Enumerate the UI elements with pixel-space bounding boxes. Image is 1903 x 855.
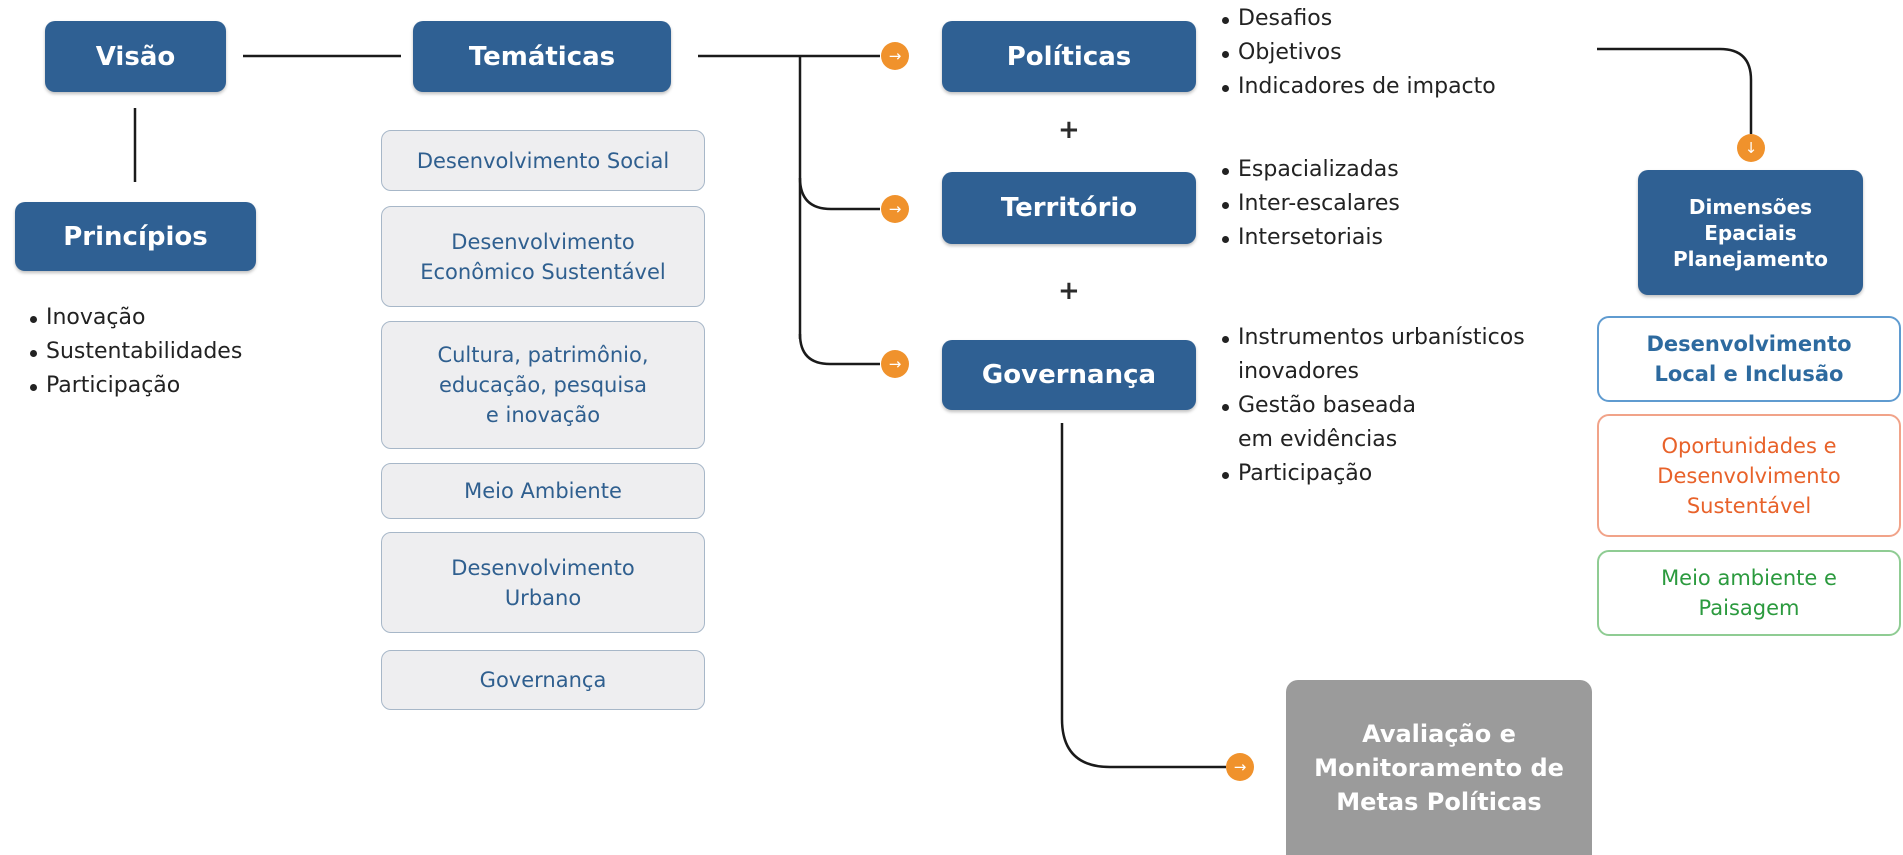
plus-sign: + xyxy=(1058,276,1080,306)
tematica-item: Meio Ambiente xyxy=(381,463,705,519)
list-item: Indicadores de impacto xyxy=(1220,70,1496,104)
list-item: Espacializadas xyxy=(1220,153,1400,187)
tematica-item: Desenvolvimento Social xyxy=(381,130,705,191)
node-territorio: Território xyxy=(942,172,1196,244)
list-item: Gestão baseada xyxy=(1220,389,1525,423)
arrow-down-icon: ↓ xyxy=(1737,134,1765,162)
territorio-list: Espacializadas Inter-escalares Interseto… xyxy=(1220,153,1400,255)
arrow-right-icon: → xyxy=(881,350,909,378)
list-item: Objetivos xyxy=(1220,36,1496,70)
node-politicas: Políticas xyxy=(942,21,1196,92)
plus-sign: + xyxy=(1058,115,1080,145)
connector-to-territorio xyxy=(798,177,880,211)
politicas-list: Desafios Objetivos Indicadores de impact… xyxy=(1220,2,1496,104)
node-tematicas: Temáticas xyxy=(413,21,671,92)
tematica-item: Governança xyxy=(381,650,705,710)
connector-politicas-dimensoes xyxy=(1597,47,1753,134)
list-item: Inter-escalares xyxy=(1220,187,1400,221)
node-visao: Visão xyxy=(45,21,226,92)
list-item: Instrumentos urbanísticos xyxy=(1220,321,1525,355)
arrow-right-icon: → xyxy=(1226,753,1254,781)
list-item: Sustentabilidades xyxy=(28,335,242,369)
list-item-continuation: inovadores xyxy=(1238,359,1359,384)
list-item: Intersetoriais xyxy=(1220,221,1400,255)
principios-list: Inovação Sustentabilidades Participação xyxy=(28,301,242,403)
list-item: Participação xyxy=(1220,457,1525,491)
list-item: Participação xyxy=(28,369,242,403)
arrow-right-icon: → xyxy=(881,42,909,70)
list-item: Inovação xyxy=(28,301,242,335)
list-item: Desafios xyxy=(1220,2,1496,36)
governanca-list: Instrumentos urbanísticos inovadores Ges… xyxy=(1220,321,1525,491)
node-governanca: Governança xyxy=(942,340,1196,410)
arrow-right-icon: → xyxy=(881,195,909,223)
list-item-continuation: em evidências xyxy=(1238,427,1398,452)
connector-to-governanca xyxy=(798,333,880,366)
node-principios: Princípios xyxy=(15,202,256,271)
connector-governanca-avaliacao xyxy=(1060,423,1226,769)
